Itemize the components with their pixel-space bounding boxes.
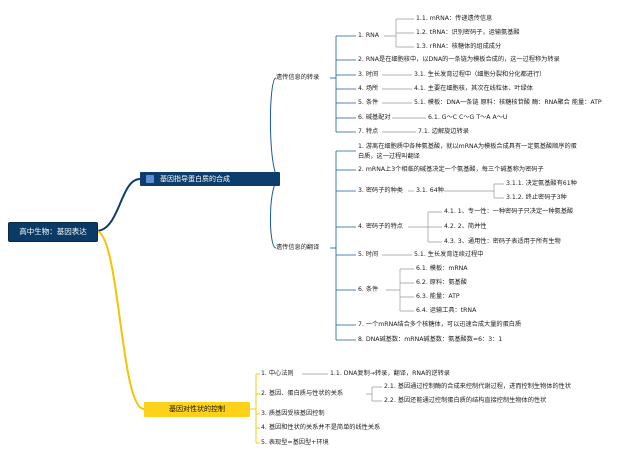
node-central-dogma-detail[interactable]: 1.1. DNA复制→转录，翻译，RNA的逆转录 bbox=[330, 370, 450, 377]
node-feature[interactable]: 7. 特点 bbox=[358, 128, 379, 135]
node-base-pairing-detail[interactable]: 6.1. G〜C C〜G T〜A A〜U bbox=[428, 114, 508, 121]
node-stop-codon[interactable]: 3.1.2. 终止密码子3种 bbox=[506, 194, 567, 201]
node-condition[interactable]: 5. 条件 bbox=[358, 99, 379, 106]
node-trna[interactable]: 1.2. tRNA：识别密码子，运输氨基酸 bbox=[416, 29, 520, 36]
node-rna-synthesis[interactable]: 2. RNA是在细胞核中，以DNA的一条链为模板合成的，这一过程称为转录 bbox=[358, 56, 560, 63]
node-rrna[interactable]: 1.3. rRNA：核糖体的组成成分 bbox=[416, 43, 502, 50]
node-base-pairing[interactable]: 6. 碱基配对 bbox=[358, 114, 391, 121]
node-structure-control[interactable]: 2.2. 基因还能通过控制蛋白质的结构直接控制生物体的性状 bbox=[384, 397, 547, 404]
node-translation-condition[interactable]: 6. 条件 bbox=[358, 286, 379, 293]
node-codon-61[interactable]: 3.1.1. 决定氨基酸有61种 bbox=[506, 180, 577, 187]
node-specificity[interactable]: 4.1. 1、专一性：一种密码子只决定一种氨基酸 bbox=[444, 208, 574, 215]
node-place-detail[interactable]: 4.1. 主要在细胞核，其次在线粒体、叶绿体 bbox=[414, 85, 533, 92]
node-translation-def-line1[interactable]: 1. 游离在细胞质中各种氨基酸，就以mRNA为模板合成具有一定氨基酸顺序的蛋 bbox=[358, 143, 577, 150]
node-translation[interactable]: 遗传信息的翻译 bbox=[276, 244, 320, 251]
node-phenotype[interactable]: 5. 表现型=基因型+环境 bbox=[261, 439, 329, 446]
node-transport-trna[interactable]: 6.4. 运输工具：tRNA bbox=[416, 307, 477, 314]
node-codon-types[interactable]: 3. 密码子的种类 bbox=[358, 187, 403, 194]
node-base-ratio[interactable]: 8. DNA碱基数：mRNA碱基数：氨基酸数=6：3：1 bbox=[358, 336, 503, 343]
node-enzyme-control[interactable]: 2.1. 基因通过控制酶的合成来控制代谢过程，进而控制生物体的性状 bbox=[384, 383, 572, 390]
node-codon-features[interactable]: 4. 密码子的特点 bbox=[358, 223, 403, 230]
node-translation-time[interactable]: 5. 时间 bbox=[358, 251, 379, 258]
node-feature-detail[interactable]: 7.1. 边解旋边转录 bbox=[418, 128, 469, 135]
node-transcription[interactable]: 遗传信息的转录 bbox=[276, 74, 320, 81]
node-nonlinear[interactable]: 4. 基因和性状的关系并不是简单的线性关系 bbox=[261, 424, 381, 431]
node-polysome[interactable]: 7. 一个mRNA结合多个核糖体，可以迅速合成大量的蛋白质 bbox=[358, 321, 522, 328]
node-rna[interactable]: 1. RNA bbox=[358, 32, 380, 39]
node-energy-atp[interactable]: 6.3. 能量：ATP bbox=[416, 293, 460, 300]
node-time-detail[interactable]: 3.1. 生长发育过程中（细胞分裂和分化都进行） bbox=[414, 71, 546, 78]
node-place[interactable]: 4. 场所 bbox=[358, 85, 379, 92]
node-cytoplasmic-gene[interactable]: 3. 质基因受核基因控制 bbox=[261, 410, 325, 417]
node-template-mrna[interactable]: 6.1. 模板：mRNA bbox=[416, 265, 468, 272]
node-degeneracy[interactable]: 4.2. 2、简并性 bbox=[444, 223, 487, 230]
node-universality[interactable]: 4.3. 3、通用性：密码子表适用于所有生物 bbox=[444, 238, 561, 245]
node-condition-detail[interactable]: 5.1. 模板：DNA一条链 原料：核糖核苷酸 酶：RNA聚合 能量：ATP bbox=[414, 99, 602, 106]
node-time[interactable]: 3. 时间 bbox=[358, 71, 379, 78]
branch-label: 基因指导蛋白质的合成 bbox=[160, 175, 230, 183]
root-node[interactable]: 高中生物：基因表达 bbox=[8, 222, 98, 242]
branch-gene-controls-trait[interactable]: 基因对性状的控制 bbox=[144, 402, 250, 417]
node-gene-protein-trait[interactable]: 2. 基因、蛋白质与性状的关系 bbox=[261, 390, 344, 397]
branch-gene-directs-protein[interactable]: 基因指导蛋白质的合成 bbox=[140, 172, 280, 186]
node-translation-time-detail[interactable]: 5.1. 生长发育连续过程中 bbox=[414, 251, 484, 258]
node-mrna[interactable]: 1.1. mRNA：传递遗传信息 bbox=[416, 15, 493, 22]
node-central-dogma[interactable]: 1. 中心法则 bbox=[261, 370, 294, 377]
node-translation-def-line2: 白质，这一过程叫翻译 bbox=[358, 153, 420, 160]
node-codon-def[interactable]: 2. mRNA上3个相临的碱基决定一个氨基酸，每三个碱基称为密码子 bbox=[358, 166, 544, 173]
node-raw-amino-acid[interactable]: 6.2. 原料：氨基酸 bbox=[416, 279, 467, 286]
note-icon bbox=[146, 175, 154, 183]
node-codon-64[interactable]: 3.1. 64种 bbox=[416, 187, 444, 194]
